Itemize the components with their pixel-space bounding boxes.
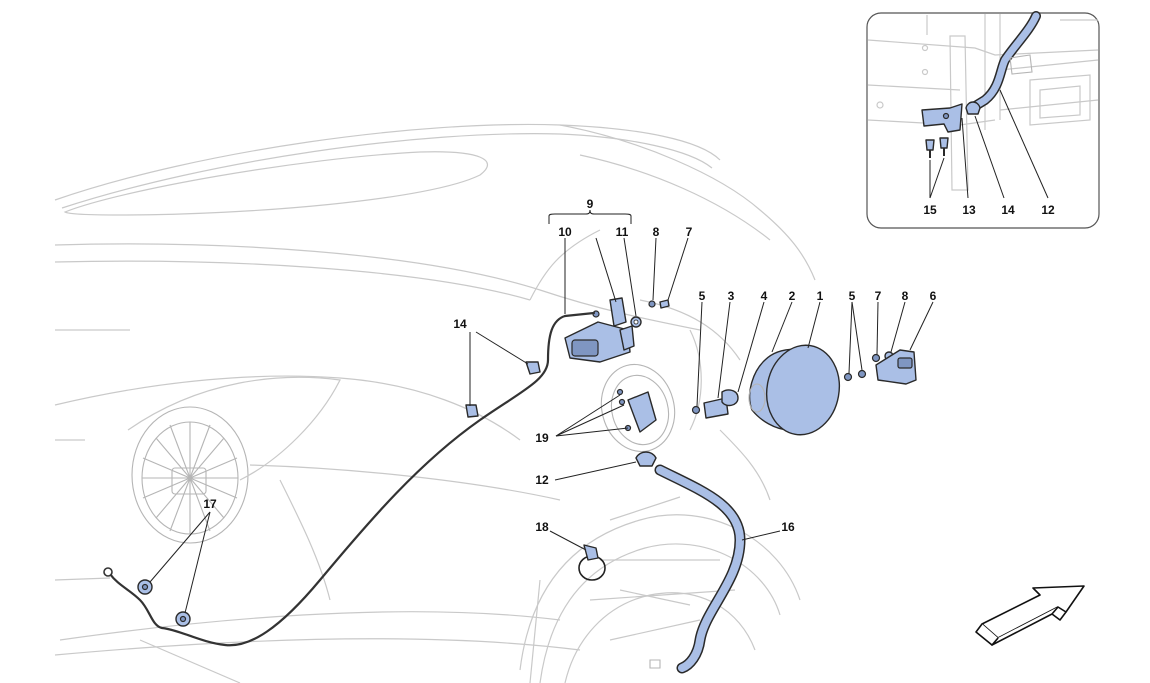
car-body-outline — [54, 123, 816, 683]
callout-6: 6 — [930, 289, 937, 303]
filler-housing — [600, 363, 676, 453]
direction-arrow-icon — [975, 585, 1085, 646]
fuel-door — [748, 344, 841, 436]
inset-detail: 15 13 14 12 — [866, 11, 1100, 229]
callout-2: 2 — [789, 289, 796, 303]
release-cable — [108, 314, 567, 647]
lock-actuator — [564, 297, 670, 363]
hinge-spring — [691, 389, 739, 419]
hinge-bracket — [843, 349, 917, 385]
cable-end — [563, 311, 596, 318]
callout-1: 1 — [817, 289, 824, 303]
cable-clip-upper — [525, 361, 541, 375]
inset-callout-13: 13 — [962, 203, 976, 217]
callout-4: 4 — [761, 289, 768, 303]
inset-callout-12: 12 — [1041, 203, 1055, 217]
cable-clip-lower — [465, 404, 479, 418]
inset-callout-15: 15 — [923, 203, 937, 217]
callout-12: 16 — [781, 520, 795, 534]
callout-11: 11 — [616, 225, 629, 239]
callout-8b: 8 — [902, 289, 909, 303]
hose-clamp — [635, 451, 657, 467]
callout-14: 12 — [535, 473, 549, 487]
callout-3: 3 — [728, 289, 735, 303]
callout-8a: 8 — [653, 225, 660, 239]
callout-5b: 5 — [849, 289, 856, 303]
callout-18: 18 — [535, 520, 549, 534]
spring-clamp — [578, 544, 606, 581]
callout-9: 9 — [587, 197, 594, 211]
callout-7a: 7 — [686, 225, 693, 239]
leader-lines — [149, 209, 934, 614]
callout-19: 19 — [535, 431, 549, 445]
callout-17: 17 — [203, 497, 217, 511]
callout-5a: 5 — [699, 289, 706, 303]
callout-7b: 7 — [875, 289, 882, 303]
inset-callout-14: 14 — [1001, 203, 1015, 217]
callout-16: 14 — [453, 317, 467, 331]
callout-10: 10 — [558, 225, 572, 239]
callout-labels: 9 10 11 8 7 5 3 4 2 1 5 7 8 6 14 19 12 1… — [203, 197, 936, 534]
